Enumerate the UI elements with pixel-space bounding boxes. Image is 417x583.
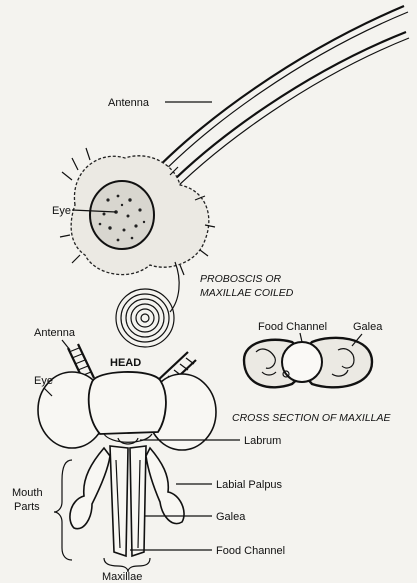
label-eye-top: Eye: [52, 205, 71, 217]
label-food-channel-bottom: Food Channel: [216, 545, 285, 557]
antenna-shaft-2: [158, 32, 406, 196]
leader-food-channel-cross: [300, 333, 302, 342]
labial-palpus-right: [146, 448, 184, 524]
label-galea-bottom: Galea: [216, 511, 246, 523]
label-head: HEAD: [110, 357, 141, 369]
clypeus: [104, 434, 152, 442]
mouth-parts-bracket: [54, 460, 72, 560]
coiled-proboscis: [116, 262, 179, 347]
frontal-head-illustration: [38, 344, 216, 556]
labial-palpus-left: [70, 448, 110, 529]
label-maxillae: Maxillae: [102, 571, 142, 583]
antenna-shaft-2-edge: [163, 38, 409, 201]
labrum-shape: [118, 438, 138, 444]
label-proboscis-2: MAXILLAE COILED: [200, 287, 294, 299]
label-galea-cross: Galea: [353, 321, 383, 333]
label-proboscis-1: PROBOSCIS OR: [200, 273, 282, 285]
compound-eye: [90, 181, 154, 249]
label-food-channel-cross: Food Channel: [258, 321, 327, 333]
head-capsule: [89, 372, 166, 434]
antenna-shaft-1: [140, 6, 404, 186]
label-cross-section: CROSS SECTION OF MAXILLAE: [232, 412, 392, 424]
label-mouth-parts-1: Mouth: [12, 487, 43, 499]
label-eye-bottom: Eye: [34, 375, 53, 387]
antenna-shaft-1-edge: [146, 12, 408, 190]
maxilla-left: [110, 446, 128, 556]
label-antenna-top: Antenna: [108, 97, 150, 109]
label-mouth-parts-2: Parts: [14, 501, 40, 513]
label-labrum: Labrum: [244, 435, 281, 447]
label-labial-palpus: Labial Palpus: [216, 479, 283, 491]
leader-antenna-bottom: [62, 340, 70, 350]
label-antenna-bottom: Antenna: [34, 327, 76, 339]
maxillae-bracket: [104, 558, 150, 572]
